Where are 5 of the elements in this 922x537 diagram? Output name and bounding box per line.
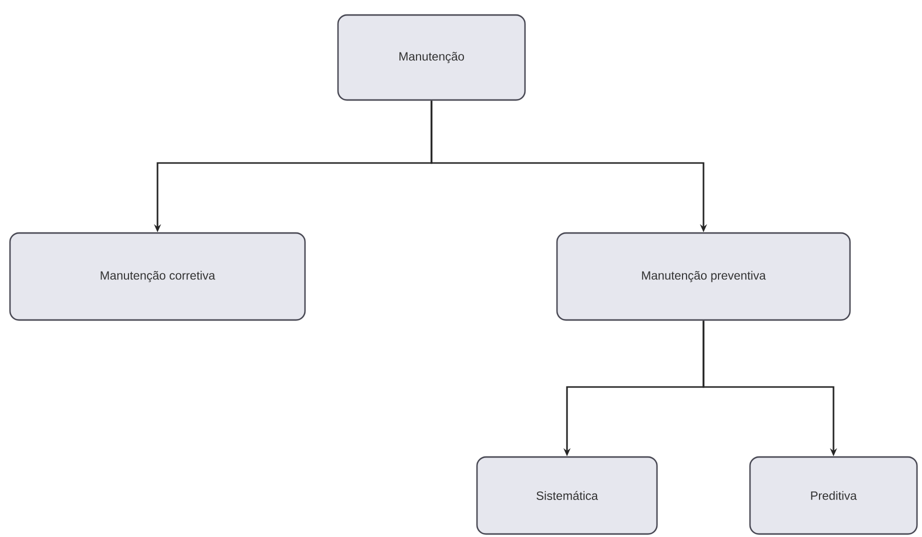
process-box: Sistemática — [476, 456, 658, 535]
process-box: Manutenção — [337, 14, 526, 101]
process-box: Preditiva — [749, 456, 918, 535]
process-box: Manutenção preventiva — [556, 232, 851, 321]
process-box: Manutenção corretiva — [9, 232, 306, 321]
